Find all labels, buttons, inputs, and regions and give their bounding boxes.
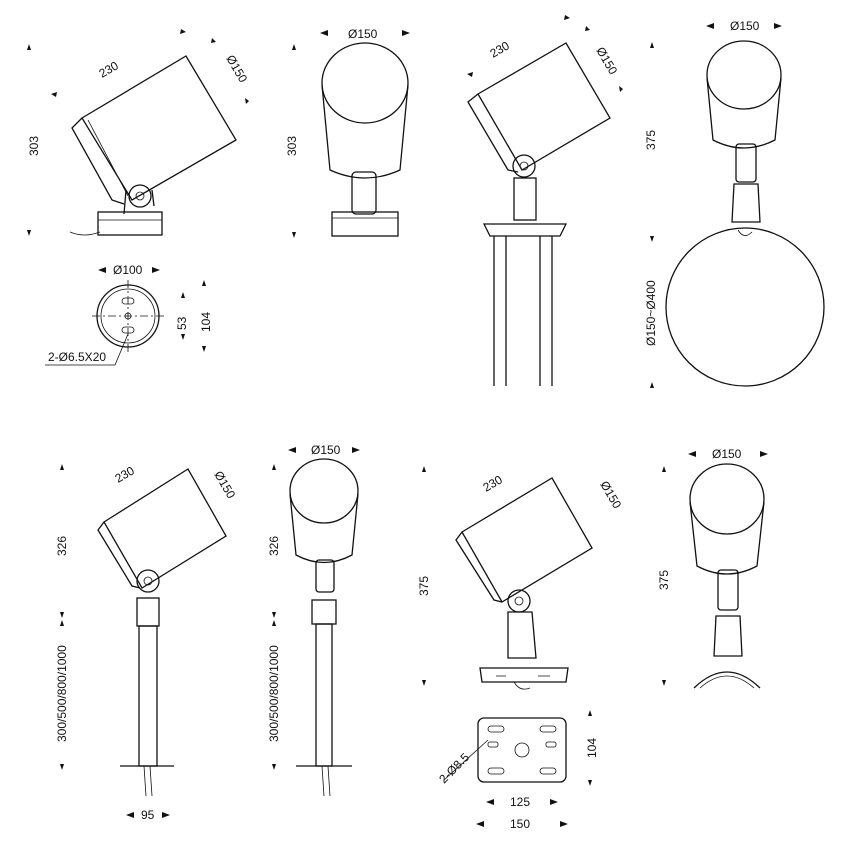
dim-230: 230 — [113, 463, 138, 485]
dim-375: 375 — [657, 570, 671, 590]
dim-95: 95 — [141, 808, 155, 822]
dim-d150: Ø150 — [348, 27, 378, 41]
dim-d150: Ø150 — [311, 443, 341, 457]
view-side-spike-mount: 230 Ø150 326 300/500/800/1000 95 — [55, 463, 238, 822]
dim-303: 303 — [27, 136, 41, 156]
view-front-spike-mount: Ø150 326 300/500/800/1000 — [267, 443, 360, 797]
dim-375: 375 — [644, 130, 658, 150]
dim-104: 104 — [585, 738, 599, 758]
dim-d100: Ø100 — [113, 263, 143, 277]
dim-d150: Ø150 — [593, 45, 620, 78]
dim-d150: Ø150 — [730, 19, 760, 33]
dim-230: 230 — [481, 472, 506, 494]
dim-326: 326 — [267, 536, 281, 556]
dim-holes: 2-Ø6.5X20 — [48, 350, 106, 364]
dim-53: 53 — [175, 316, 189, 330]
view-front-plate-mount: Ø150 375 — [657, 447, 768, 689]
dim-303: 303 — [285, 136, 299, 156]
dim-length: 300/500/800/1000 — [267, 645, 281, 742]
view-plate-top: 2-Ø8.5 104 125 150 — [436, 710, 599, 831]
dim-length: 300/500/800/1000 — [55, 645, 69, 742]
view-side-plate-mount: 230 Ø150 375 — [417, 466, 624, 690]
view-front-surface-mount: Ø150 303 — [285, 27, 410, 238]
dim-104: 104 — [199, 312, 213, 332]
dim-125: 125 — [510, 795, 530, 809]
dim-230: 230 — [488, 38, 513, 60]
dim-d150: Ø150 — [597, 479, 624, 512]
dim-230: 230 — [97, 58, 122, 80]
dim-sphere: Ø150~Ø400 — [644, 280, 658, 346]
dim-150: 150 — [510, 817, 530, 831]
dim-375: 375 — [417, 576, 431, 596]
view-side-surface-mount: 230 Ø150 303 — [27, 29, 250, 236]
dim-326: 326 — [55, 536, 69, 556]
view-side-pole-mount: 230 Ø150 — [467, 15, 623, 386]
dim-d150: Ø150 — [211, 469, 238, 502]
view-front-sphere-mount: Ø150 375 Ø150~Ø400 — [644, 19, 825, 388]
view-base-top: Ø100 53 104 2-Ø6.5X20 — [45, 263, 213, 366]
dim-d150: Ø150 — [712, 447, 742, 461]
dim-d150: Ø150 — [223, 53, 250, 86]
dim-holes: 2-Ø8.5 — [436, 750, 472, 786]
